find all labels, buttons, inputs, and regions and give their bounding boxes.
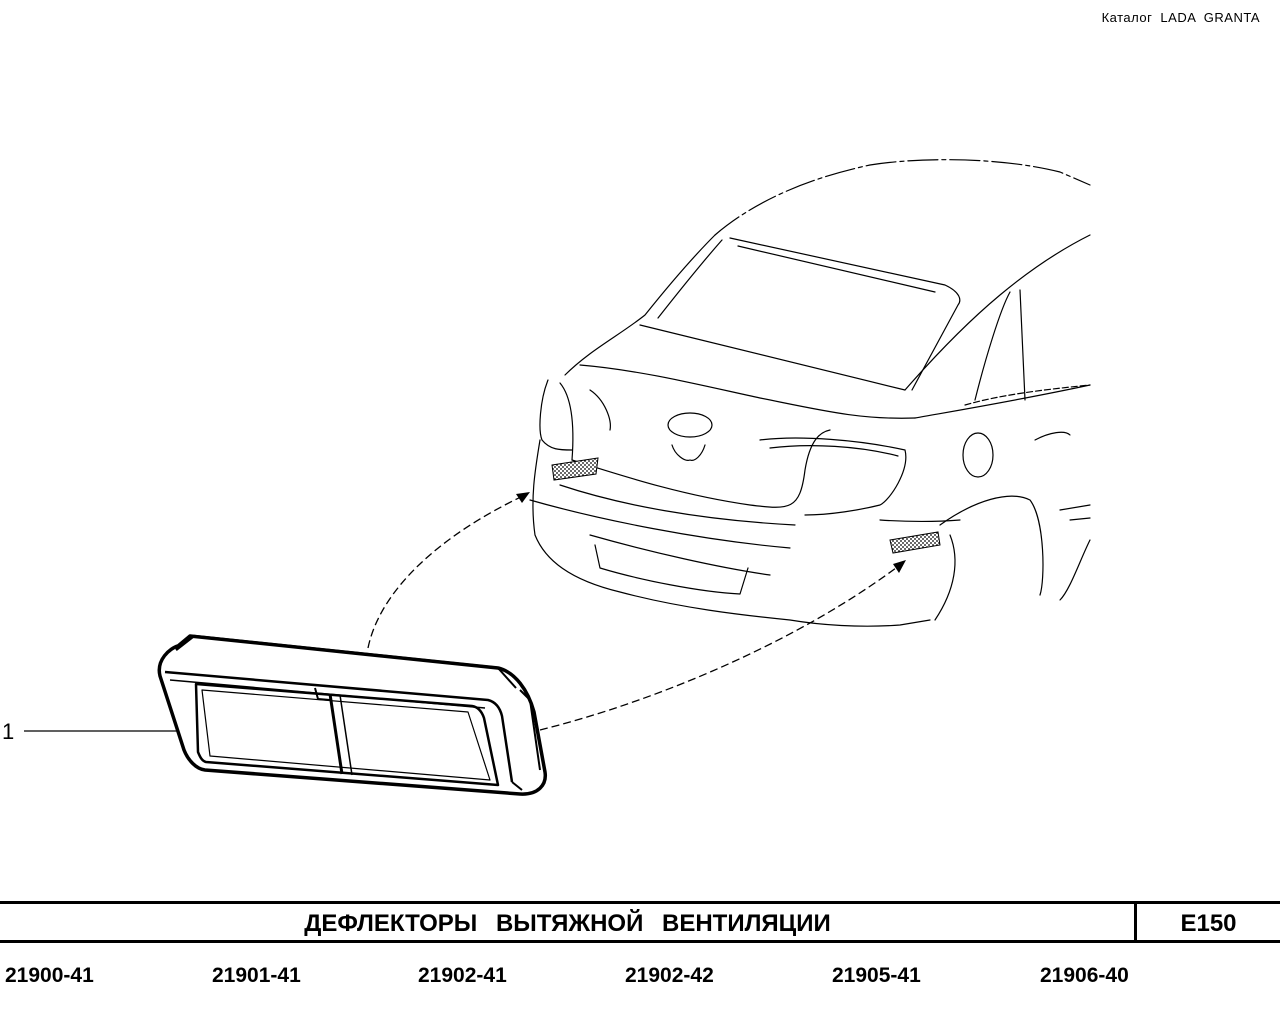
title-block: ДЕФЛЕКТОРЫ ВЫТЯЖНОЙ ВЕНТИЛЯЦИИ E150 xyxy=(0,901,1280,943)
assembly-arrow-right xyxy=(539,564,901,731)
vent-mark-right xyxy=(889,531,941,554)
exploded-parts-drawing xyxy=(24,159,1091,796)
assembly-arrow-left xyxy=(367,494,526,649)
assembly-arrowhead-left xyxy=(516,492,530,503)
title-divider xyxy=(1134,904,1137,940)
model-code: 21900-41 xyxy=(5,964,94,987)
vent-mark-left xyxy=(551,457,599,481)
model-code: 21905-41 xyxy=(832,964,921,987)
model-code: 21901-41 xyxy=(212,964,301,987)
callout-number: 1 xyxy=(2,719,15,744)
section-code: E150 xyxy=(1180,910,1237,937)
assembly-arrowhead-right xyxy=(893,560,906,573)
model-code: 21902-41 xyxy=(418,964,507,987)
model-code: 21906-40 xyxy=(1040,964,1129,987)
car-rear-outline xyxy=(529,159,1091,627)
deflector-part xyxy=(157,634,547,796)
model-code: 21902-42 xyxy=(625,964,714,987)
model-list: 21900-41 21901-41 21902-41 21902-42 2190… xyxy=(0,964,1280,994)
page-title: ДЕФЛЕКТОРЫ ВЫТЯЖНОЙ ВЕНТИЛЯЦИИ xyxy=(304,910,831,937)
catalog-header: Каталог LADA GRANTA xyxy=(1101,10,1260,25)
